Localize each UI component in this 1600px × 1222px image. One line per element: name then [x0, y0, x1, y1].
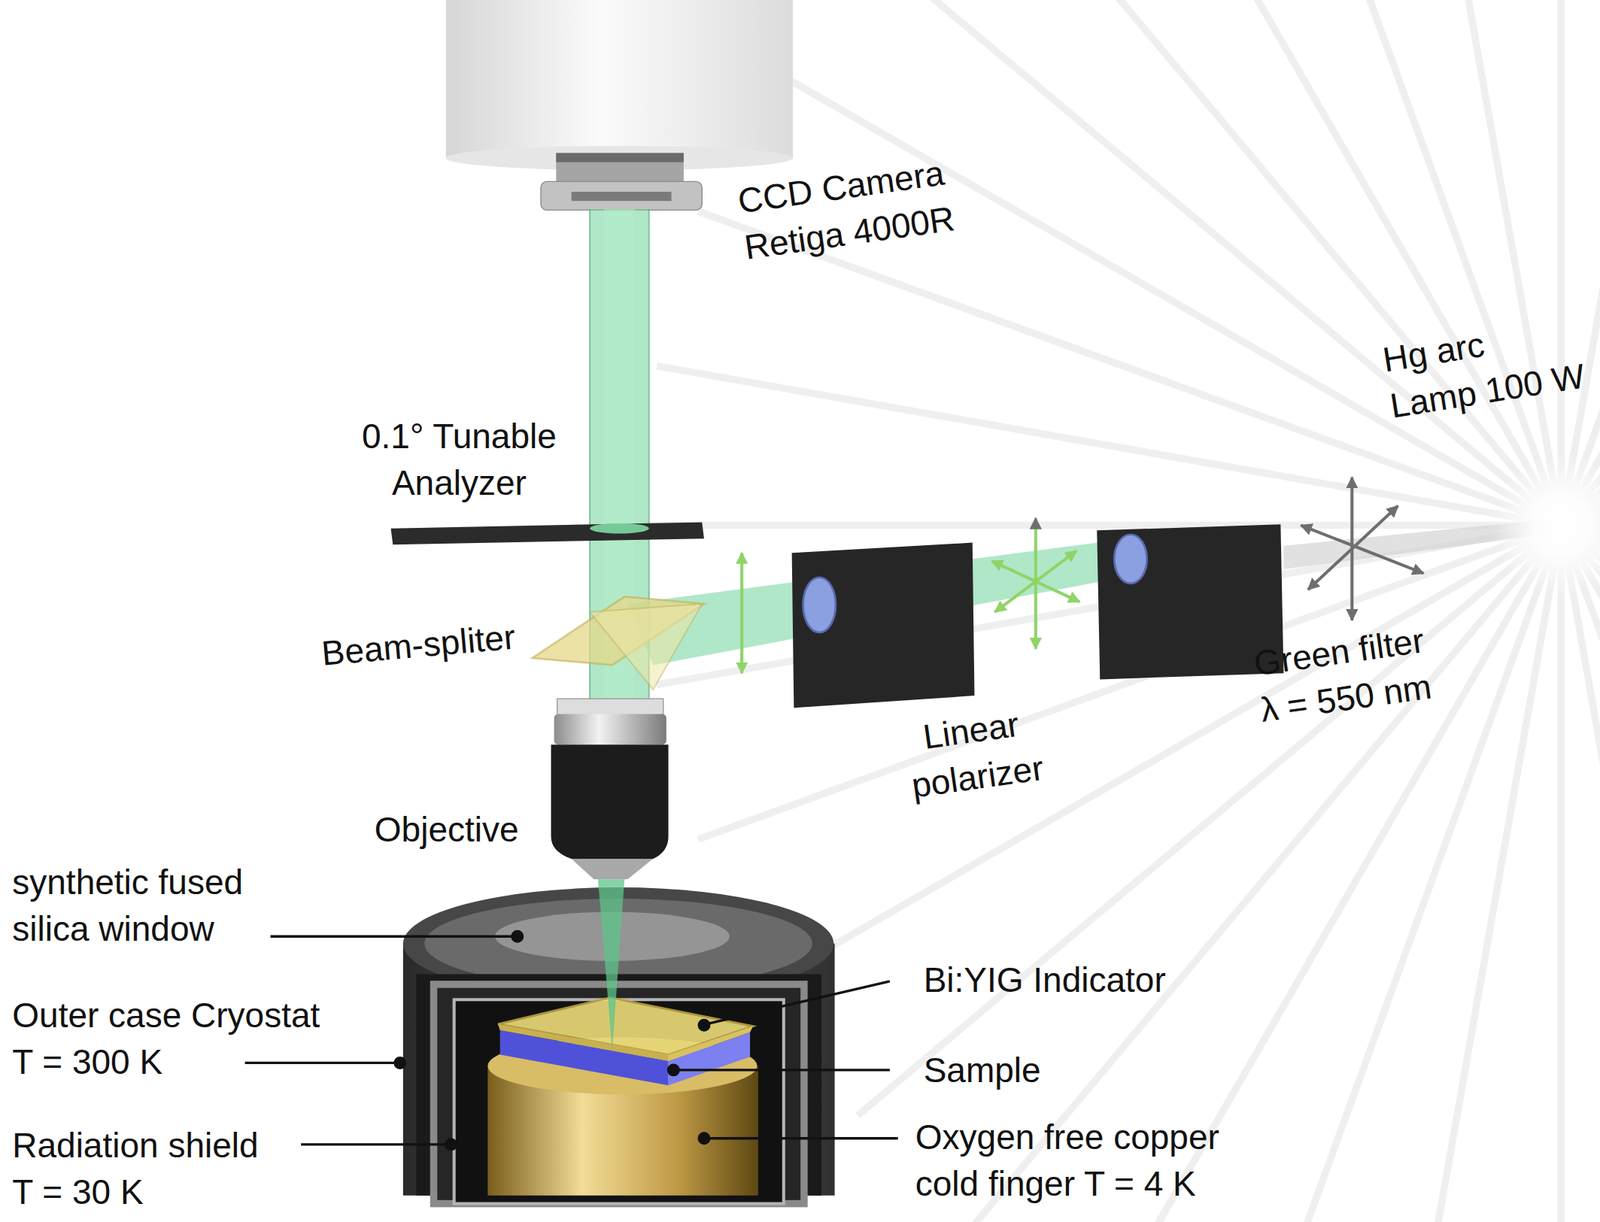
part-label: Bi:YIG Indicator	[923, 956, 1166, 1004]
lamp-rays	[1557, 0, 1565, 526]
ccd-camera	[571, 191, 672, 201]
lamp-rays	[971, 0, 1562, 526]
leader-lines	[245, 1062, 398, 1065]
cryostat	[434, 984, 805, 1205]
part-label: Linear polarizer	[901, 698, 1047, 810]
lamp-rays	[1560, 0, 1600, 526]
leader-lines	[698, 1020, 710, 1031]
objective-lens	[551, 698, 669, 880]
part-label: synthetic fused silica window	[12, 859, 243, 953]
lamp-rays	[1560, 0, 1600, 526]
lamp-glow	[1489, 454, 1600, 598]
polarization-arrows	[995, 550, 1078, 612]
leader-lines	[675, 1068, 890, 1072]
linear-polarizer	[792, 543, 975, 709]
part-label: Objective	[374, 806, 520, 854]
objective-lens	[554, 713, 667, 745]
polarization-arrows	[740, 552, 744, 674]
part-label: Outer case Cryostat T = 300 K	[12, 992, 320, 1086]
lamp-rays	[1401, 525, 1561, 1222]
leader-lines	[698, 1133, 710, 1145]
lamp-rays	[765, 66, 1561, 526]
lamp-rays	[1247, 525, 1562, 1222]
ccd-camera	[555, 152, 684, 182]
ccd-camera	[540, 181, 702, 210]
lamp-glow	[1551, 515, 1572, 536]
analyzer-plate	[391, 522, 705, 545]
ccd-camera	[555, 152, 684, 162]
lamp-rays	[1560, 0, 1600, 526]
linear-polarizer	[792, 543, 975, 709]
lamp-rays	[698, 525, 1561, 841]
beam-splitter	[532, 597, 705, 690]
part-label: Green filter λ = 550 nm	[1250, 616, 1435, 734]
analyzer-plate	[391, 522, 705, 545]
part-label: Sample	[923, 1047, 1042, 1094]
part-label: Hg arc Lamp 100 W	[1379, 306, 1588, 429]
focused-beam	[598, 879, 625, 1051]
leader-lines	[245, 931, 899, 1150]
part-label: Beam-spliter	[319, 613, 518, 678]
polarization-arrows	[1301, 525, 1424, 574]
polarization-arrows	[1308, 506, 1398, 590]
lamp-rays	[1102, 0, 1561, 526]
part-label: Radiation shield T = 30 K	[12, 1122, 259, 1216]
leader-lines	[300, 1143, 450, 1146]
lamp-rays	[643, 522, 1562, 529]
lamp-rays	[1557, 525, 1565, 1222]
cryostat	[497, 1024, 669, 1062]
leader-lines	[512, 931, 523, 942]
leader-lines	[394, 1058, 406, 1069]
part-label: Oxygen free copper cold finger T = 4 K	[915, 1114, 1220, 1208]
objective-lens	[571, 859, 654, 880]
leader-lines	[706, 1137, 899, 1140]
lamp-rays	[1401, 0, 1561, 526]
lamp-rays	[1560, 0, 1600, 526]
lamp-rays	[857, 0, 1561, 526]
leader-lines	[270, 935, 517, 939]
objective-lens	[551, 744, 669, 860]
lamp-rays	[1560, 525, 1600, 1222]
lamp-rays	[1560, 0, 1600, 526]
lamp-glow	[1489, 454, 1600, 598]
green-filter	[1114, 534, 1147, 584]
linear-polarizer	[803, 577, 836, 633]
part-label: CCD Camera Retiga 4000R	[734, 148, 958, 271]
leader-lines	[668, 1065, 680, 1076]
beam-splitter	[589, 604, 702, 690]
leader-lines	[706, 981, 890, 1025]
ccd-camera	[446, 0, 793, 158]
leader-lines	[446, 1139, 457, 1151]
cryostat	[668, 1026, 754, 1062]
analyzer-plate	[589, 523, 650, 535]
part-label: 0.1° Tunable Analyzer	[361, 412, 557, 507]
cryostat	[497, 998, 753, 1056]
